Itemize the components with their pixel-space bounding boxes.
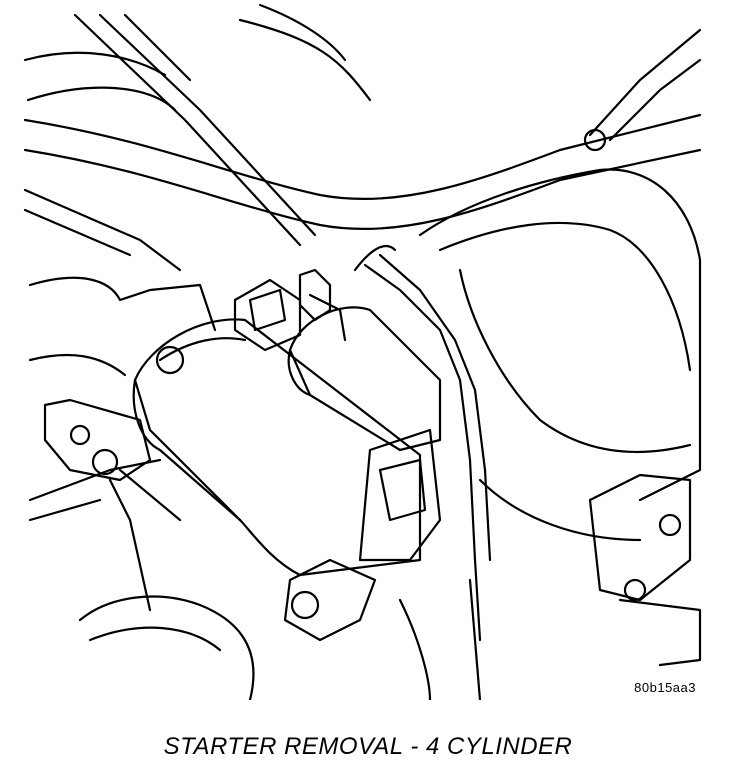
mount-bolt-lower: [623, 578, 647, 602]
cross-tube-top: [23, 113, 702, 201]
right-cable-2: [608, 58, 702, 142]
right-housing-curve: [458, 268, 692, 453]
upper-frame-line-2: [23, 51, 167, 77]
mount-ear-hole: [69, 424, 91, 446]
right-mount: [588, 473, 692, 602]
cable-clamp: [583, 128, 607, 152]
mount-bolt-upper: [658, 513, 682, 537]
cable-line-3: [123, 13, 192, 82]
lower-cable: [398, 598, 432, 700]
engine-block-lower-2: [28, 498, 102, 522]
cross-tube-bottom: [23, 148, 702, 231]
starter-body: [133, 318, 422, 577]
mount-ear: [43, 398, 152, 482]
mounting-flange: [283, 558, 377, 642]
left-bracket-2: [23, 208, 132, 257]
drive-housing: [358, 428, 442, 562]
engine-block-outline: [28, 276, 217, 332]
solenoid-body: [288, 306, 442, 452]
left-bracket: [23, 188, 182, 272]
cable-line-2: [98, 13, 317, 237]
lower-frame-line-2: [118, 468, 182, 522]
starter-body-highlight: [158, 337, 247, 362]
upper-right-line: [238, 18, 372, 102]
mount-ear-bolt: [91, 448, 119, 476]
drive-housing-detail: [378, 458, 427, 522]
starter-body-end: [132, 378, 242, 522]
lower-frame-line: [108, 478, 152, 612]
right-lower-bracket: [618, 598, 702, 667]
right-cable: [588, 28, 702, 137]
battery-cable: [363, 263, 482, 642]
connector-detail: [248, 288, 287, 332]
starter-stud: [155, 345, 185, 375]
lower-round-part-2: [88, 626, 222, 652]
cable-bend: [353, 245, 397, 272]
right-housing-bottom: [478, 478, 642, 542]
flange-bolt-hole: [290, 590, 320, 620]
solenoid-terminal: [298, 268, 332, 322]
upper-frame-line: [26, 86, 177, 112]
cable-line-1: [73, 13, 302, 247]
upper-right-line-2: [258, 3, 347, 62]
figure-caption: STARTER REMOVAL - 4 CYLINDER: [163, 733, 573, 760]
solenoid-terminal-2: [308, 293, 347, 342]
solenoid-cap: [287, 348, 312, 397]
right-housing-inner: [438, 221, 692, 372]
starter-motor-illustration: [23, 3, 702, 700]
lower-cable-2: [468, 578, 482, 700]
figure-reference-code: 80b15aa3: [634, 680, 696, 695]
battery-cable-2: [378, 253, 492, 562]
lower-round-part: [78, 595, 255, 700]
electrical-connector: [233, 278, 302, 352]
engine-block-inner: [28, 353, 127, 377]
